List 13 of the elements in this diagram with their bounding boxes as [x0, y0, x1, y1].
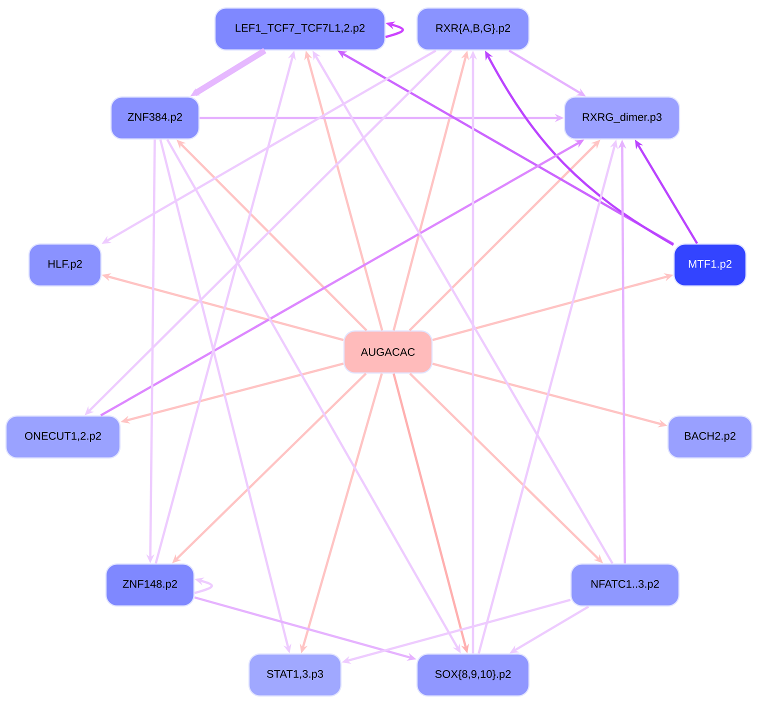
- node-box: RXRG_dimer.p3: [564, 96, 680, 140]
- node-box: NFATC1..3.p2: [570, 563, 680, 607]
- node-box: SOX{8,9,10}.p2: [416, 653, 530, 697]
- node-box: AUGACAC: [343, 330, 433, 374]
- node-box: HLF.p2: [28, 243, 102, 287]
- node-box: STAT1,3.p3: [248, 653, 342, 697]
- node-box: ONECUT1,2.p2: [5, 415, 121, 459]
- node-box: RXR{A,B,G}.p2: [416, 7, 530, 51]
- node-box: MTF1.p2: [673, 243, 747, 287]
- node-box: ZNF148.p2: [105, 563, 195, 607]
- node-box: ZNF384.p2: [110, 96, 200, 140]
- node-box: LEF1_TCF7_TCF7L1,2.p2: [214, 7, 386, 51]
- node-box: BACH2.p2: [667, 415, 753, 459]
